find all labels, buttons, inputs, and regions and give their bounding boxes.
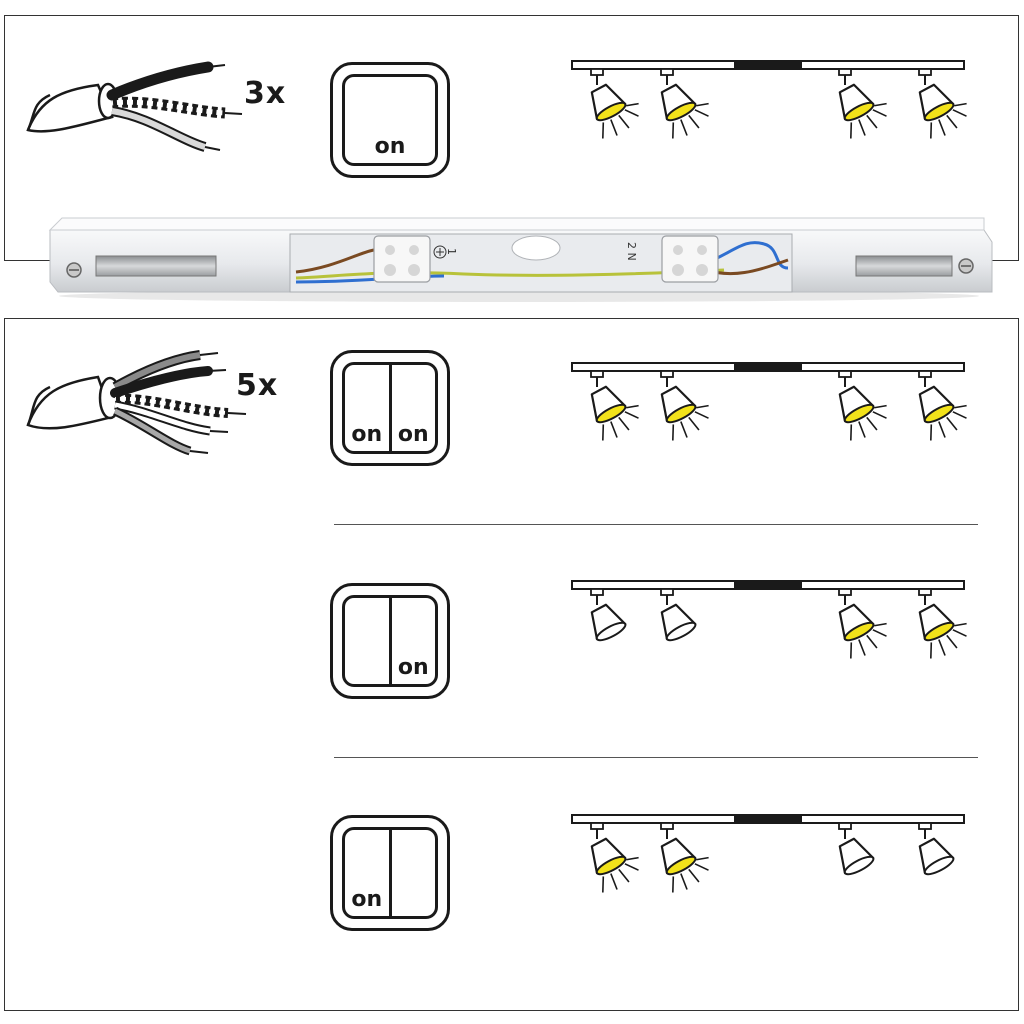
switch-rocker-left: on (345, 365, 389, 451)
switch-rocker-left: on (345, 830, 389, 916)
spotlight-on-icon (590, 822, 639, 893)
terminal-label-left: 1 (445, 248, 458, 255)
cable-count-label: 5x (236, 368, 279, 403)
spotlight-on-icon (590, 68, 639, 139)
spotlight-on-icon (660, 370, 709, 441)
spotlight-off-icon (838, 822, 875, 876)
track-light-fixture (571, 362, 967, 441)
row-divider (334, 757, 978, 758)
double-switch-icon: on on (330, 350, 450, 466)
cable-count-label: 3x (244, 76, 287, 111)
switch-on-label: on (351, 887, 383, 912)
terminal-label-right: 2 N (625, 242, 638, 261)
switch-rocker-right: on (388, 365, 436, 451)
spotlight-on-icon (838, 588, 887, 659)
track-connector (734, 815, 802, 823)
spotlight-on-icon (838, 370, 887, 441)
double-switch-icon: on (330, 583, 450, 699)
switch-on-label: on (351, 422, 383, 447)
switch-rocker-left (345, 598, 389, 684)
spotlight-off-icon (590, 588, 627, 642)
track-light-fixture (571, 60, 967, 139)
track-connector (734, 581, 802, 589)
cable-5-wire-icon (26, 350, 247, 456)
spotlight-on-icon (590, 370, 639, 441)
spotlight-off-icon (660, 588, 697, 642)
single-switch-icon: on (330, 62, 450, 178)
spotlight-on-icon (918, 68, 967, 139)
spotlight-on-icon (838, 68, 887, 139)
switch-rocker-right: on (388, 598, 436, 684)
double-switch-icon: on (330, 815, 450, 931)
spotlight-off-icon (918, 822, 955, 876)
track-connector (734, 61, 802, 69)
switch-on-label: on (374, 134, 406, 159)
spotlight-on-icon (660, 68, 709, 139)
cable-3-wire-icon (26, 61, 243, 152)
spotlight-on-icon (918, 370, 967, 441)
panel-5-wire (4, 318, 1019, 1011)
track-connector (734, 363, 802, 371)
track-light-fixture (571, 814, 965, 893)
spotlight-on-icon (918, 588, 967, 659)
rail-junction-photo: 1 2 N (48, 217, 993, 302)
switch-on-label: on (397, 422, 429, 447)
switch-rocker-right (388, 830, 436, 916)
track-light-fixture (571, 580, 967, 659)
spotlight-on-icon (660, 822, 709, 893)
switch-rocker: on (345, 77, 435, 163)
row-divider (334, 524, 978, 525)
switch-on-label: on (397, 655, 429, 680)
